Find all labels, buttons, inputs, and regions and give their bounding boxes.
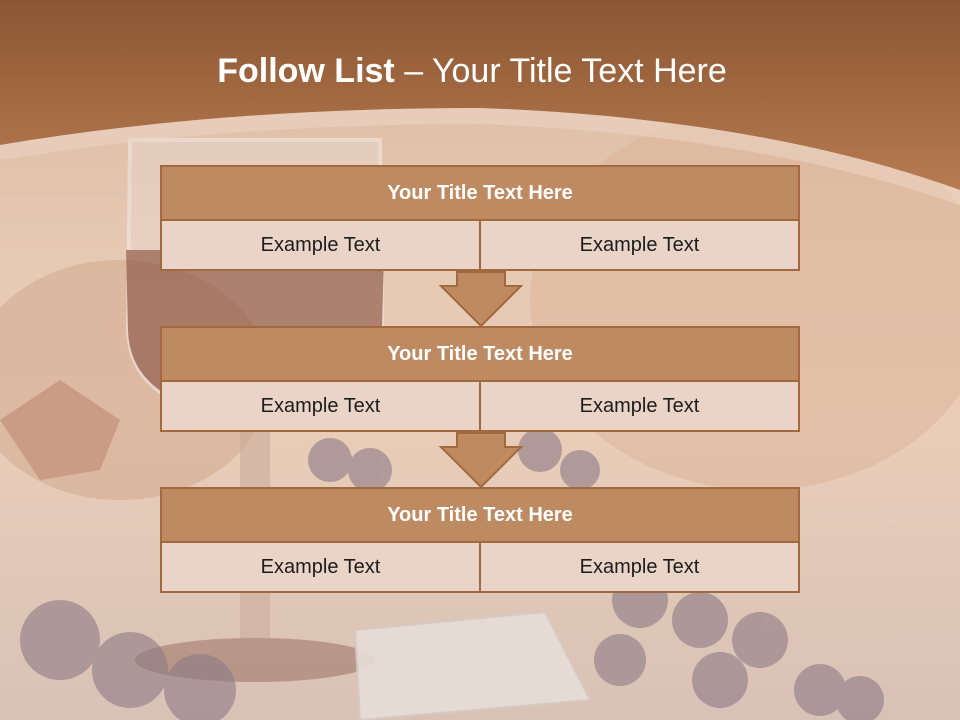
flow-block-cell-left: Example Text [160, 543, 481, 593]
flow-block-1: Your Title Text Here Example Text Exampl… [160, 165, 800, 271]
flow-block-2: Your Title Text Here Example Text Exampl… [160, 326, 800, 432]
flow-block-title: Your Title Text Here [160, 165, 800, 221]
slide-title: Follow List – Your Title Text Here [0, 52, 944, 91]
flow-block-row: Example Text Example Text [160, 543, 800, 593]
grapes-image [20, 428, 884, 720]
flow-block-cell-left: Example Text [160, 382, 481, 432]
down-arrow-icon [438, 432, 524, 489]
flow-block-cell-right: Example Text [481, 543, 800, 593]
header-band [0, 0, 960, 190]
flow-block-title: Your Title Text Here [160, 326, 800, 382]
flow-block-cell-right: Example Text [481, 221, 800, 271]
down-arrow-icon [438, 271, 524, 328]
slide-title-rest: – Your Title Text Here [394, 52, 727, 90]
flow-block-row: Example Text Example Text [160, 221, 800, 271]
flow-block-row: Example Text Example Text [160, 382, 800, 432]
flow-block-3: Your Title Text Here Example Text Exampl… [160, 487, 800, 593]
flow-block-title: Your Title Text Here [160, 487, 800, 543]
flow-block-cell-right: Example Text [481, 382, 800, 432]
flow-block-cell-left: Example Text [160, 221, 481, 271]
slide-title-bold: Follow List [217, 52, 395, 90]
cheese-image [353, 610, 592, 720]
